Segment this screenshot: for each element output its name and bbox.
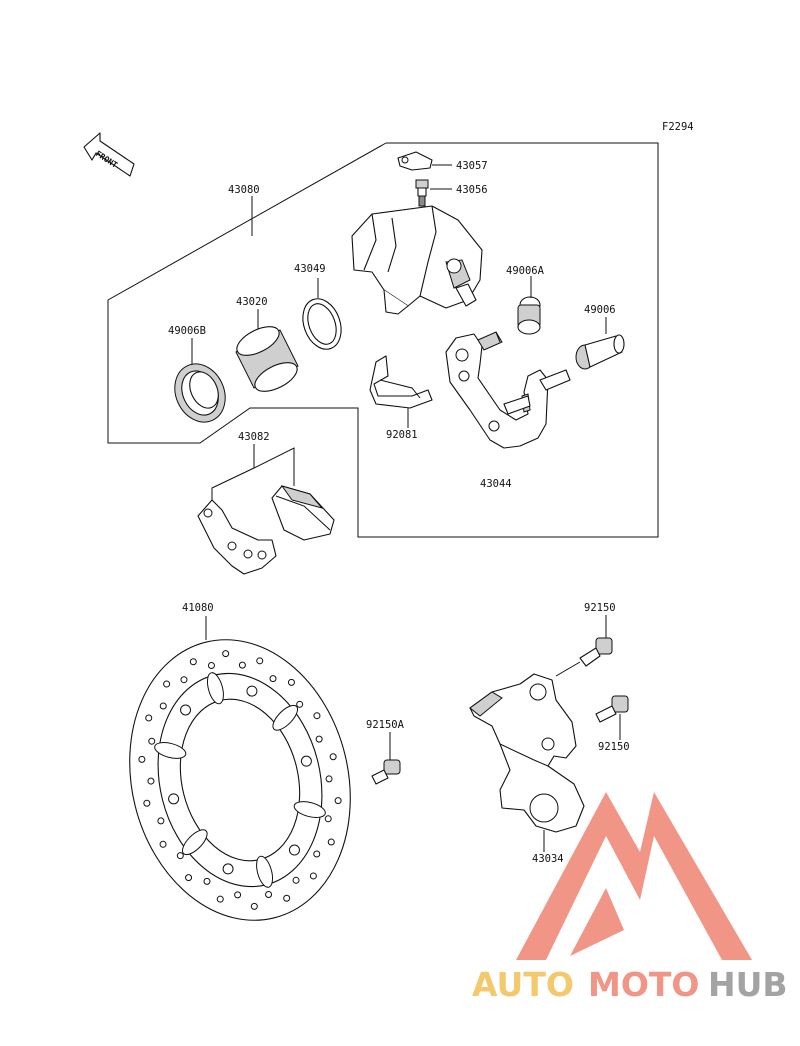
caliper-assembly-outline <box>107 142 659 538</box>
front-arrow-icon: FRONT <box>83 132 135 177</box>
label-92150a: 92150A <box>366 719 405 731</box>
disc-hole <box>143 799 151 807</box>
disc-hole <box>313 850 321 858</box>
bleeder-cap-icon <box>397 151 433 171</box>
disc-hole <box>325 775 333 783</box>
disc-bolt-hole <box>288 844 300 856</box>
disc-hole <box>256 657 264 665</box>
disc-bolt-hole <box>180 704 192 716</box>
disc-hole <box>159 840 167 848</box>
disc-hole <box>250 902 258 910</box>
disc-hole <box>159 702 167 710</box>
disc-hole <box>189 658 197 666</box>
watermark-auto: AUTO <box>472 965 574 1004</box>
automotohub-watermark: AUTO MOTO HUB <box>472 792 788 1004</box>
disc-slot <box>181 829 208 856</box>
disc-hole <box>148 737 156 745</box>
disc-hole <box>269 675 277 683</box>
label-43056: 43056 <box>456 184 488 196</box>
disc-hole <box>327 838 335 846</box>
disc-slot <box>256 855 274 888</box>
dust-seal-icon <box>174 363 226 423</box>
label-43082: 43082 <box>238 431 270 443</box>
disc-hole <box>287 678 295 686</box>
disc-hole <box>334 797 342 805</box>
disc-hole <box>292 876 300 884</box>
label-41080: 41080 <box>182 602 214 614</box>
piston-seal-icon <box>302 298 342 350</box>
bleeder-valve-icon <box>415 179 429 207</box>
caliper-bracket-icon <box>445 331 571 449</box>
disc-holes <box>138 650 342 910</box>
disc-hole <box>329 753 337 761</box>
label-43034: 43034 <box>532 853 564 865</box>
disc-hole <box>176 852 184 860</box>
pad-spring-icon <box>369 355 433 409</box>
leader-43082-a <box>211 444 255 506</box>
mounting-bracket-icon <box>469 673 585 833</box>
disc-hole <box>315 735 323 743</box>
pin-bolt-icon <box>575 334 625 370</box>
leader-43082-b <box>253 447 295 486</box>
disc-slot <box>154 742 187 759</box>
disc-slots <box>154 672 326 888</box>
disc-hole <box>222 650 230 658</box>
disc-hole <box>313 712 321 720</box>
watermark-triangle-icon <box>516 792 752 960</box>
disc-bolt-hole <box>246 685 258 697</box>
disc-hole <box>203 877 211 885</box>
bracket-bolt-top-icon <box>579 637 613 667</box>
label-49006b: 49006B <box>168 325 206 337</box>
disc-hole <box>234 891 242 899</box>
disc-bolt-icon <box>371 759 401 785</box>
diagram-id: F2294 <box>662 121 694 133</box>
disc-slot <box>272 704 299 731</box>
disc-hole <box>207 662 215 670</box>
disc-hole <box>147 777 155 785</box>
piston-icon <box>235 326 299 392</box>
brake-pad-rear-icon <box>271 485 335 541</box>
disc-hole <box>185 874 193 882</box>
disc-hole <box>180 676 188 684</box>
bracket-bolt-mid-icon <box>595 695 629 723</box>
label-92150-top: 92150 <box>584 602 616 614</box>
watermark-moto: MOTO <box>588 965 699 1004</box>
disc-hole <box>296 700 304 708</box>
watermark-hub: HUB <box>708 965 788 1004</box>
leader-92150-top-b <box>555 661 581 677</box>
label-43020: 43020 <box>236 296 268 308</box>
disc-hole <box>324 815 332 823</box>
boot-49006a-icon <box>517 296 541 335</box>
disc-hole <box>265 890 273 898</box>
disc-hole <box>283 894 291 902</box>
label-43080: 43080 <box>228 184 260 196</box>
disc-bolt-hole <box>300 755 312 767</box>
disc-hole <box>216 895 224 903</box>
label-92150-mid: 92150 <box>598 741 630 753</box>
caliper-body-icon <box>351 205 483 315</box>
disc-bolt-hole <box>222 863 234 875</box>
label-43057: 43057 <box>456 160 488 172</box>
disc-hole <box>157 817 165 825</box>
label-49006: 49006 <box>584 304 616 316</box>
label-49006a: 49006A <box>506 265 545 277</box>
disc-hole <box>238 661 246 669</box>
label-92081: 92081 <box>386 429 418 441</box>
label-43049: 43049 <box>294 263 326 275</box>
brake-pad-front-icon <box>197 499 277 575</box>
disc-bolt-hole <box>168 793 180 805</box>
disc-hole <box>163 680 171 688</box>
disc-hole <box>145 714 153 722</box>
disc-hole <box>309 872 317 880</box>
disc-slot <box>206 672 224 705</box>
brake-disc-icon <box>129 639 351 921</box>
disc-hole <box>138 755 146 763</box>
label-43044: 43044 <box>480 478 512 490</box>
disc-slot <box>293 801 326 818</box>
